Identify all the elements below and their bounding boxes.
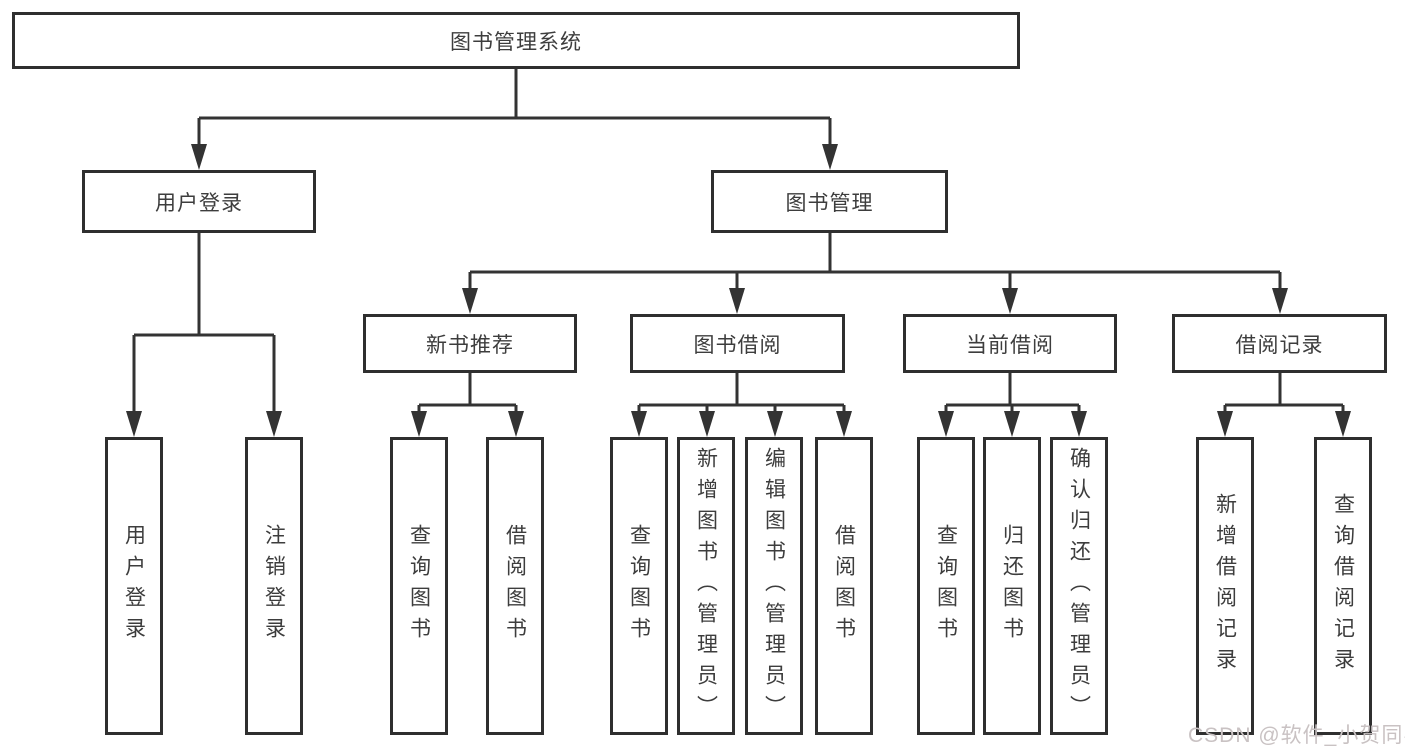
leaf-borrow-book: 借阅图书 [815, 437, 873, 735]
arrowhead-icon [729, 288, 745, 314]
arrowhead-icon [699, 411, 715, 437]
arrowhead-icon [508, 411, 524, 437]
leaf-label: 确认归还（管理员） [1067, 446, 1091, 726]
arrowhead-icon [938, 411, 954, 437]
leaf-query-borrow-record: 查询借阅记录 [1314, 437, 1372, 735]
arrowhead-icon [822, 144, 838, 170]
arrowhead-icon [767, 411, 783, 437]
leaf-label: 查询图书 [627, 524, 651, 648]
node-user-login: 用户登录 [82, 170, 316, 233]
arrowhead-icon [126, 411, 142, 437]
leaf-borrow-book-recommend: 借阅图书 [486, 437, 544, 735]
node-new-book-recommend: 新书推荐 [363, 314, 577, 373]
leaf-label: 归还图书 [1000, 524, 1024, 648]
leaf-label: 新增图书（管理员） [694, 446, 718, 726]
arrowhead-icon [1335, 411, 1351, 437]
leaf-label: 编辑图书（管理员） [762, 446, 786, 726]
arrowhead-icon [266, 411, 282, 437]
leaf-query-book-recommend: 查询图书 [390, 437, 448, 735]
node-book-management: 图书管理 [711, 170, 948, 233]
leaf-label: 查询借阅记录 [1331, 493, 1355, 679]
leaf-user-login: 用户登录 [105, 437, 163, 735]
leaf-label: 查询图书 [407, 524, 431, 648]
leaf-query-book-current: 查询图书 [917, 437, 975, 735]
node-root: 图书管理系统 [12, 12, 1020, 69]
node-new-book-recommend-label: 新书推荐 [426, 333, 514, 357]
node-book-borrow: 图书借阅 [630, 314, 845, 373]
node-book-borrow-label: 图书借阅 [693, 333, 782, 357]
leaf-label: 借阅图书 [832, 524, 856, 648]
leaf-label: 查询图书 [934, 524, 958, 648]
leaf-query-book-borrow: 查询图书 [610, 437, 668, 735]
leaf-label: 用户登录 [122, 524, 146, 648]
arrowhead-icon [411, 411, 427, 437]
node-root-label: 图书管理系统 [450, 30, 582, 54]
leaf-label: 借阅图书 [503, 524, 527, 648]
node-current-borrow-label: 当前借阅 [966, 333, 1054, 357]
node-borrow-record-label: 借阅记录 [1235, 333, 1324, 357]
arrowhead-icon [1217, 411, 1233, 437]
arrowhead-icon [836, 411, 852, 437]
arrowhead-icon [191, 144, 207, 170]
csdn-watermark: CSDN @软件_小贺同学 [1188, 724, 1405, 747]
node-current-borrow: 当前借阅 [903, 314, 1117, 373]
leaf-label: 注销登录 [262, 524, 286, 648]
node-book-management-label: 图书管理 [785, 191, 874, 215]
leaf-label: 新增借阅记录 [1213, 493, 1237, 679]
arrowhead-icon [1002, 288, 1018, 314]
leaf-logout: 注销登录 [245, 437, 303, 735]
arrowhead-icon [462, 288, 478, 314]
leaf-return-book: 归还图书 [983, 437, 1041, 735]
leaf-confirm-return-admin: 确认归还（管理员） [1050, 437, 1108, 735]
arrowhead-icon [1071, 411, 1087, 437]
arrowheads [126, 144, 1351, 437]
leaf-add-borrow-record: 新增借阅记录 [1196, 437, 1254, 735]
node-user-login-label: 用户登录 [155, 191, 243, 215]
node-borrow-record: 借阅记录 [1172, 314, 1387, 373]
leaf-add-book-admin: 新增图书（管理员） [677, 437, 735, 735]
arrowhead-icon [1272, 288, 1288, 314]
arrowhead-icon [631, 411, 647, 437]
leaf-edit-book-admin: 编辑图书（管理员） [745, 437, 803, 735]
arrowhead-icon [1004, 411, 1020, 437]
